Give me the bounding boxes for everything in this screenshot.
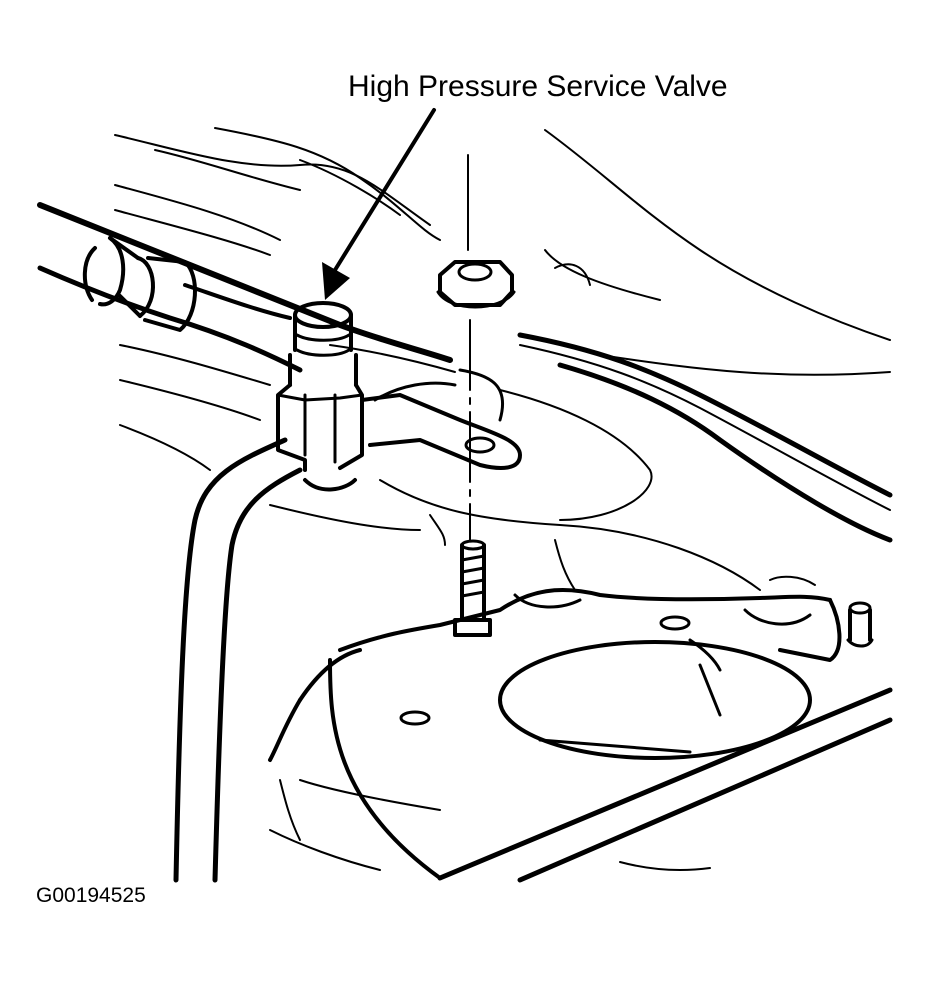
lower-pipe	[173, 437, 303, 883]
installation-centerline	[467, 154, 471, 541]
stud-bolt	[453, 539, 492, 637]
right-stud	[846, 601, 874, 648]
body-panel-contours	[114, 127, 891, 591]
refrigerant-line	[37, 202, 893, 543]
nut	[436, 260, 516, 309]
service-valve-body	[276, 301, 364, 492]
callout-high-pressure-service-valve: High Pressure Service Valve	[348, 70, 728, 103]
mounting-housing	[268, 575, 893, 883]
callout-leader-arrow	[322, 108, 436, 300]
figure-id: G00194525	[36, 884, 146, 907]
mounting-bracket	[360, 368, 522, 470]
line-coupling	[82, 236, 292, 332]
